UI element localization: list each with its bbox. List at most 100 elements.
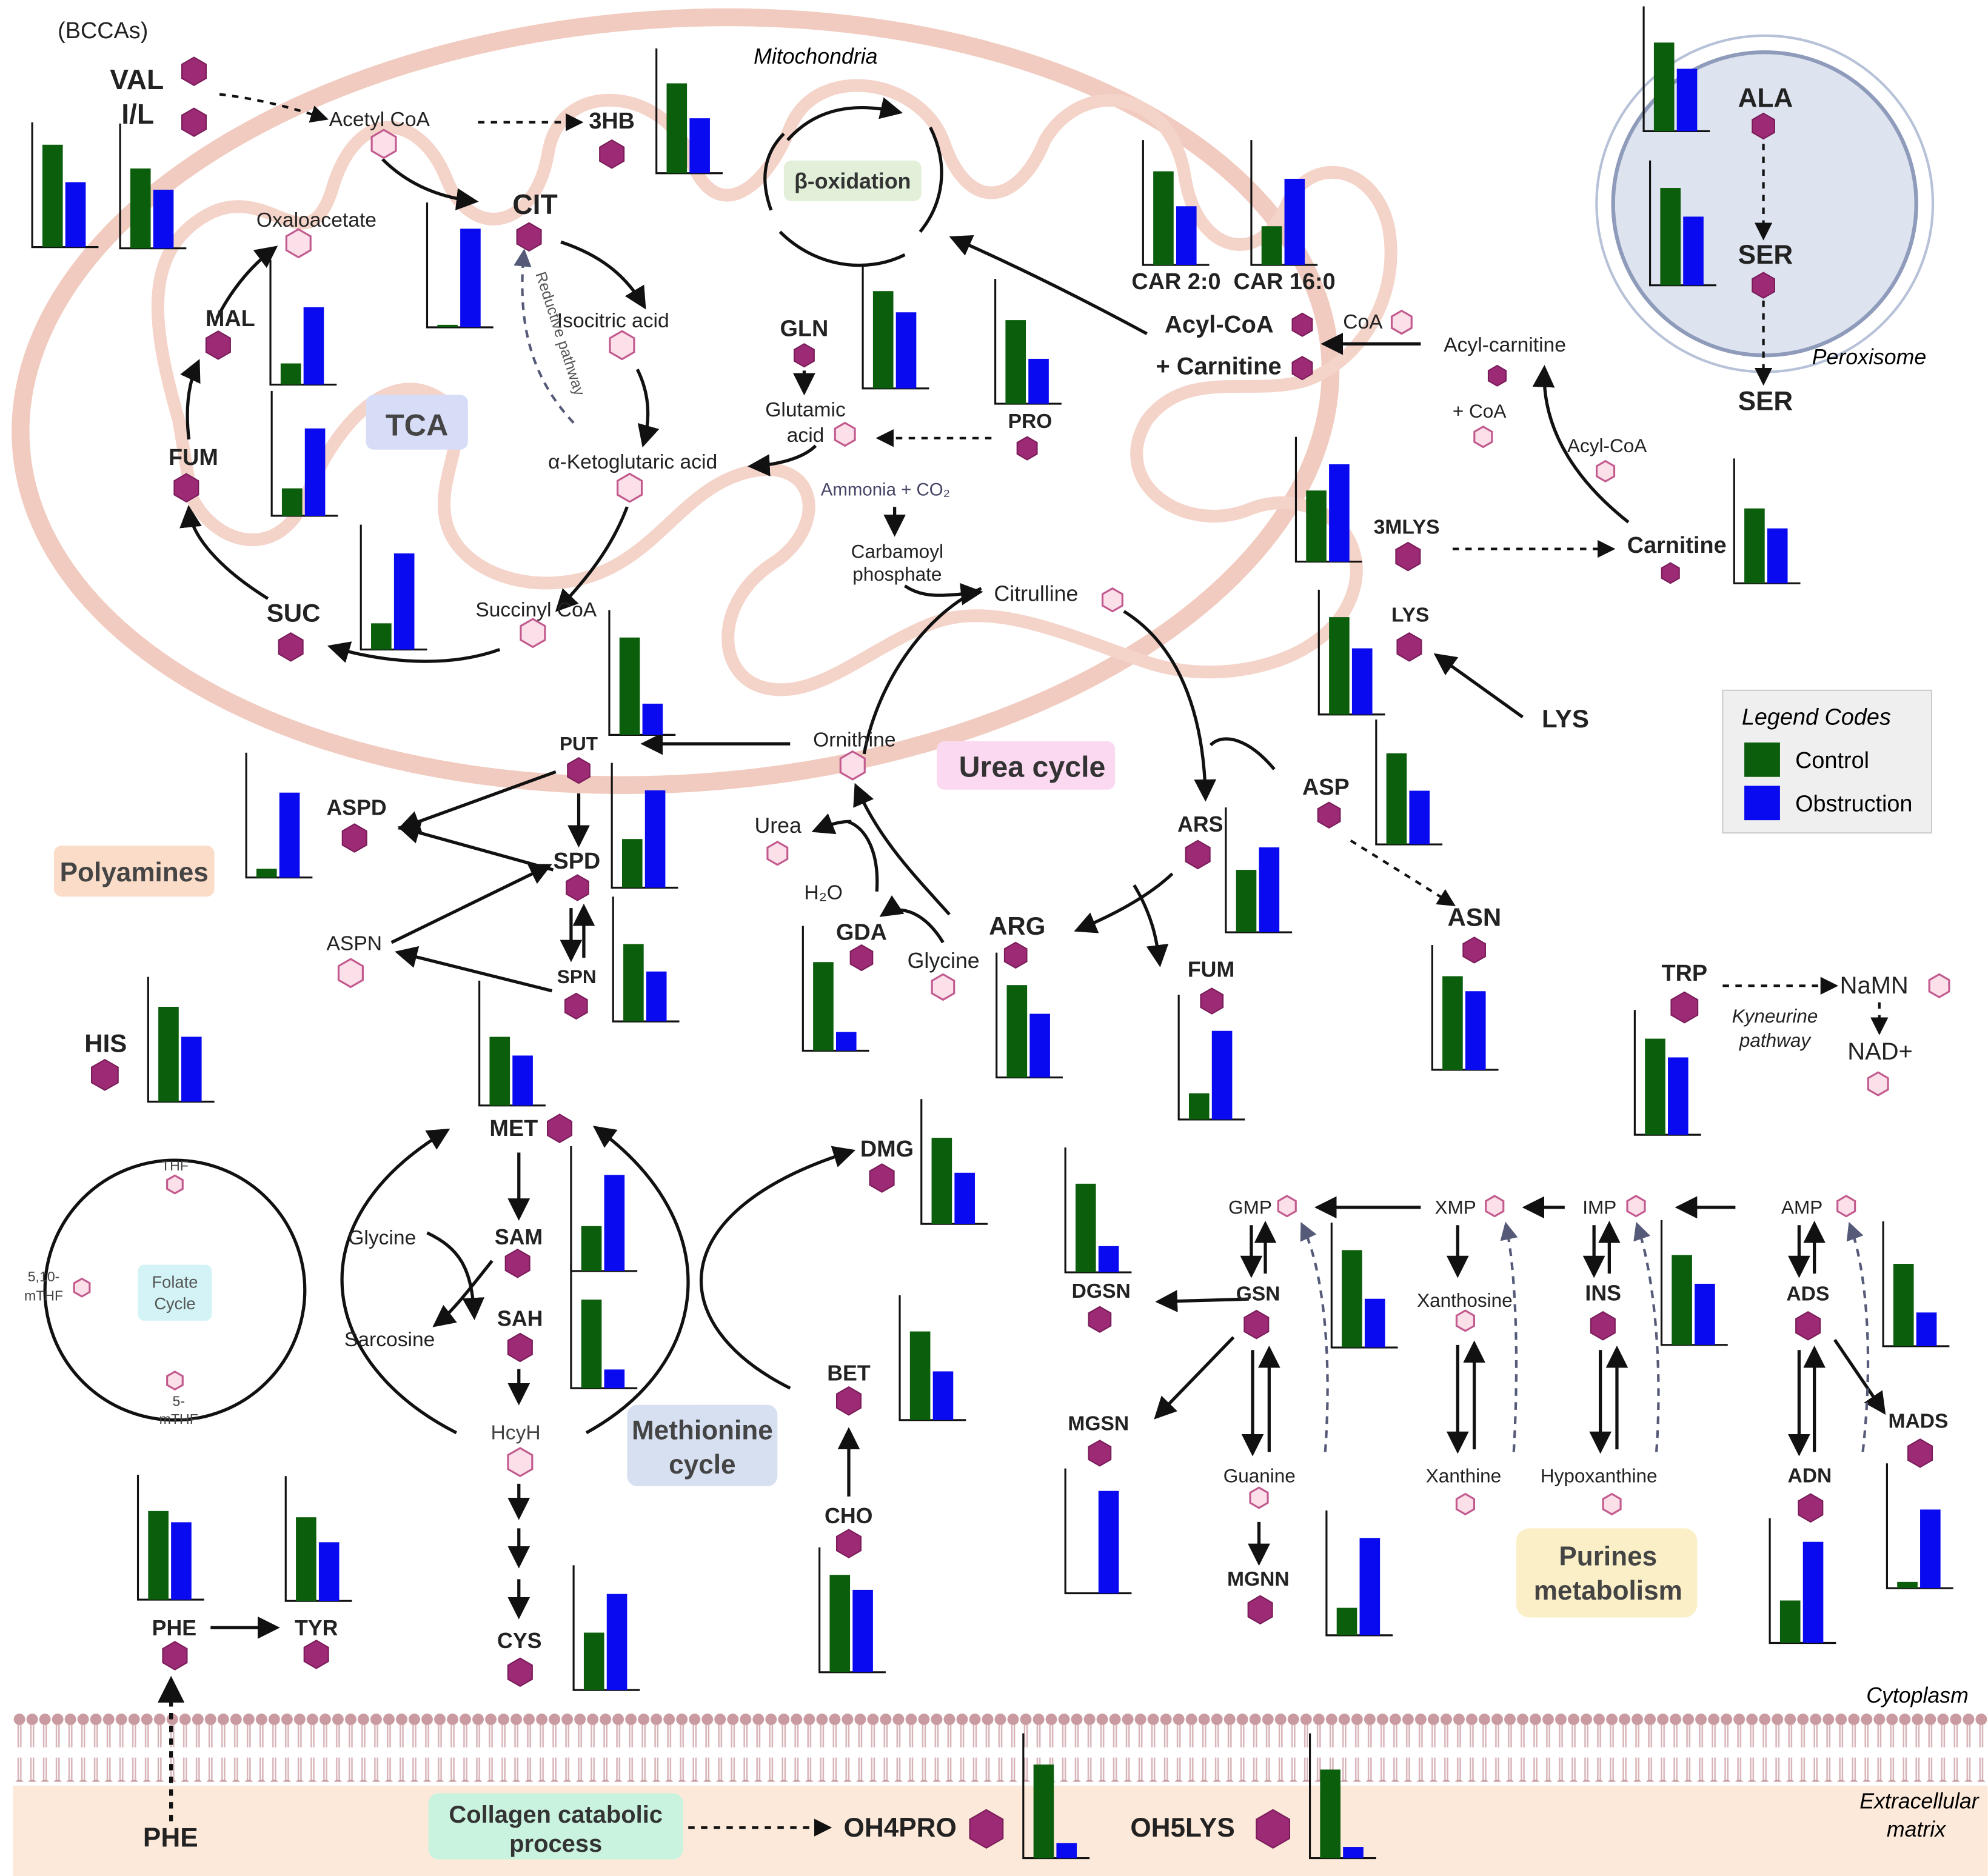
kyneurine-label-line1: Kyneurine [1732,1005,1818,1027]
bar-control [130,168,151,249]
gmp-label: GMP [1228,1196,1272,1218]
collagen-label-line2: process [509,1831,602,1857]
bar-obstruction [1259,847,1280,933]
bar-obstruction [171,1522,192,1600]
folate-label-line2: Cycle [154,1294,195,1313]
folate-cycle-box: Folate Cycle [138,1264,212,1321]
metabolite-measured-icon [564,992,588,1020]
bccas-label: (BCCAs) [58,18,148,44]
bar-charts [31,6,1953,1860]
bar-obstruction [1359,1538,1381,1635]
bar-chart-his [147,976,215,1103]
bar-chart-tyr [284,1476,352,1602]
bar-control [1075,1183,1096,1273]
thf-label: THF [161,1158,189,1173]
chart-axis [608,610,676,736]
coa-label: CoA [1343,311,1383,333]
metabolite-hexagons [73,56,1950,1849]
bar-chart-ala [1642,6,1710,132]
bar-chart-ars [1225,807,1293,933]
oxaloacetate-label: Oxaloacetate [256,209,377,232]
cell-membrane [13,1713,1988,1782]
metabolite-measured-icon [1798,1493,1824,1523]
bar-control [619,637,640,735]
bar-obstruction [1029,1013,1050,1078]
bar-chart-cys [572,1565,640,1691]
metabolite-measured-icon [1462,936,1486,964]
cit-label: CIT [512,189,557,220]
bar-control [1236,870,1257,933]
metabolite-measured-icon [793,343,815,368]
bar-chart-put [608,610,676,736]
reductive-pathway-label: Reductive pathway [532,270,588,398]
bar-obstruction [1329,464,1350,562]
sah-label: SAH [497,1306,543,1330]
bar-obstruction [1284,178,1305,265]
urea-label: Urea [754,813,802,838]
ammonia-label: Ammonia + CO₂ [821,479,950,499]
metabolite-unmeasured-icon [766,841,789,866]
bar-obstruction [1802,1541,1824,1643]
mitochondrion-outline [12,8,1397,794]
metabolite-measured-icon [1907,1438,1933,1468]
bar-chart-i-l [119,123,187,250]
bar-chart-sam [570,1146,638,1272]
bar-obstruction [303,307,324,385]
metabolite-measured-icon [504,1249,530,1278]
hb3-label: 3HB [589,108,635,134]
imp-label: IMP [1582,1196,1616,1218]
bar-chart-asn [1431,945,1499,1071]
bar-obstruction [852,1589,873,1672]
bar-control [1329,617,1350,715]
fum-urea-label: FUM [1188,958,1234,982]
metabolite-measured-icon [181,56,207,86]
methionine-label-line1: Methionine [632,1415,773,1445]
legend-label-obstruction: Obstruction [1795,791,1912,816]
chart-axis [1375,719,1443,846]
metabolite-unmeasured-icon [1249,1486,1269,1509]
bar-obstruction [393,553,415,650]
bar-chart-mal [269,259,337,386]
metabolite-measured-icon [599,139,625,169]
methionine-cycle-box: Methionine cycle [627,1404,778,1487]
carbamoyl-label-line2: phosphate [852,563,942,585]
bar-control [1336,1607,1357,1635]
bar-control [666,83,688,173]
methionine-label-line2: cycle [669,1450,735,1480]
bar-obstruction [835,1032,857,1051]
bar-control [158,1007,179,1102]
bar-control [1320,1769,1341,1858]
metabolite-unmeasured-icon [1595,459,1616,483]
bar-obstruction [181,1036,202,1102]
oh5lys-label: OH5LYS [1130,1813,1234,1843]
bar-obstruction [1364,1298,1385,1348]
put-label: PUT [560,733,598,755]
dashed-arrows [158,93,1889,1837]
ins-label: INS [1585,1281,1621,1305]
metabolite-unmeasured-icon [931,973,956,1001]
bar-chart-dgsn [1064,1147,1132,1273]
bar-obstruction [318,1542,340,1601]
glutamic-label-line1: Glutamic [765,399,846,421]
bar-control [148,1510,169,1600]
metabolite-measured-icon [1003,941,1028,969]
xmp-label: XMP [1434,1196,1476,1218]
metabolite-measured-icon [1247,1595,1273,1625]
bar-control [1006,985,1028,1078]
arg-label: ARG [989,912,1045,940]
acetylcoa-label: Acetyl CoA [329,108,430,131]
metabolite-measured-icon [1317,801,1341,829]
bar-chart-dmg [920,1099,988,1225]
bar-chart-ads [1882,1221,1950,1347]
bar-control [1672,1255,1692,1345]
hcyh-label: HcyH [491,1421,541,1444]
il-label: I/L [121,98,154,130]
glycine-urea-label: Glycine [908,949,980,973]
metabolite-unmeasured-icon [1455,1492,1476,1516]
bar-control [581,1300,602,1389]
bar-obstruction [1683,216,1704,285]
metabolite-unmeasured-icon [1928,973,1950,999]
bar-control [931,1138,952,1224]
metabolite-measured-icon [1396,632,1422,662]
bar-control [581,1226,602,1271]
